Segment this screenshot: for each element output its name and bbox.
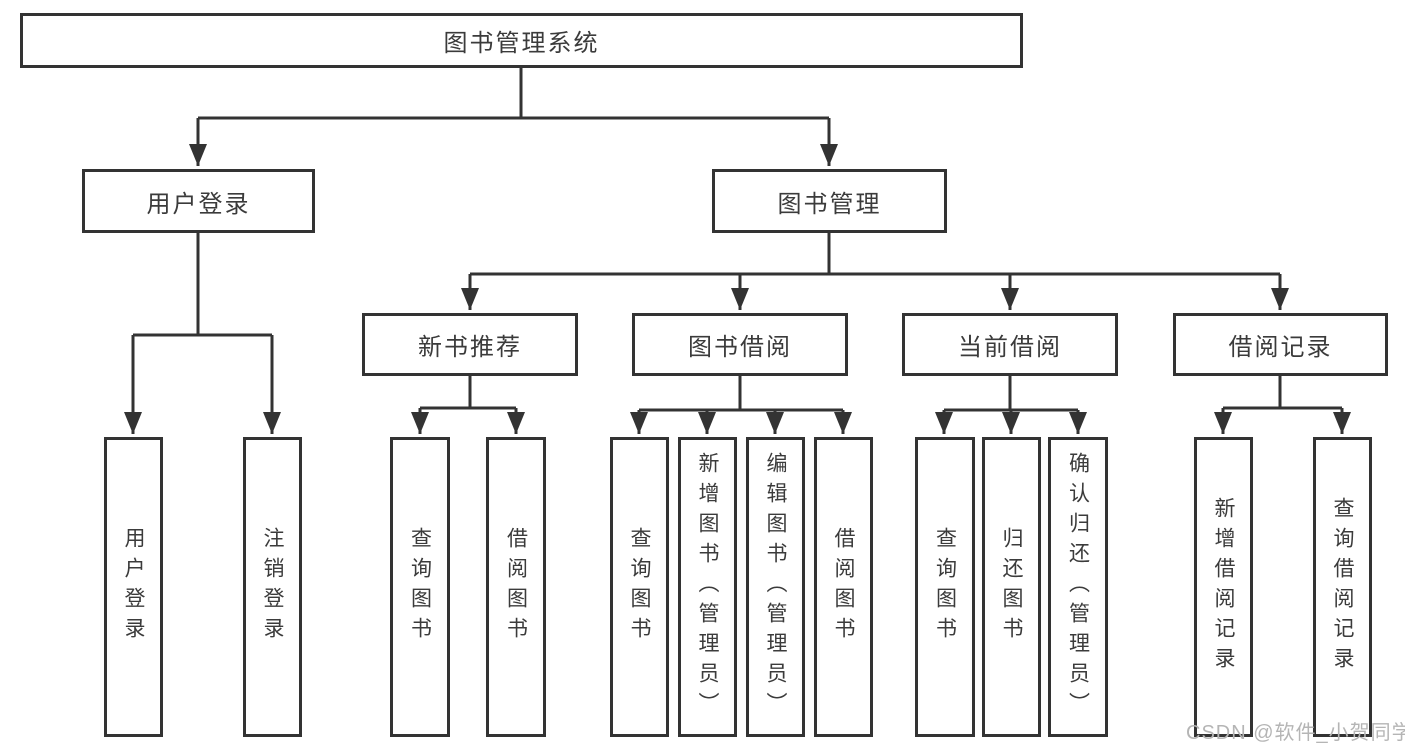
watermark: CSDN @软件_小贺同学 bbox=[1186, 722, 1405, 744]
node-book-management: 图书管理 bbox=[712, 169, 947, 233]
leaf-confirm-return-admin: 确认归还（管理员） bbox=[1048, 437, 1108, 737]
node-label: 查询图书 bbox=[933, 527, 957, 647]
node-label: 确认归还（管理员） bbox=[1066, 452, 1090, 722]
leaf-query-books-recommend: 查询图书 bbox=[390, 437, 450, 737]
node-label: 新增图书（管理员） bbox=[696, 452, 719, 722]
leaf-add-borrow-record: 新增借阅记录 bbox=[1194, 437, 1253, 737]
leaf-query-borrow-record: 查询借阅记录 bbox=[1313, 437, 1372, 737]
node-label: 查询借阅记录 bbox=[1331, 497, 1354, 677]
node-label: 新书推荐 bbox=[418, 334, 522, 361]
leaf-logout: 注销登录 bbox=[243, 437, 302, 737]
leaf-borrow-books-recommend: 借阅图书 bbox=[486, 437, 546, 737]
leaf-query-books-borrowing: 查询图书 bbox=[610, 437, 669, 737]
node-label: 归还图书 bbox=[1000, 527, 1023, 647]
node-book-management-system: 图书管理系统 bbox=[20, 13, 1023, 68]
node-current-borrowing: 当前借阅 bbox=[902, 313, 1118, 376]
node-label: 借阅图书 bbox=[504, 527, 528, 647]
node-label: 用户登录 bbox=[122, 527, 145, 647]
node-label: 查询图书 bbox=[408, 527, 432, 647]
node-label: 新增借阅记录 bbox=[1212, 497, 1235, 677]
connector-trunks bbox=[133, 68, 1342, 412]
node-label: 借阅记录 bbox=[1228, 334, 1333, 361]
node-book-borrowing: 图书借阅 bbox=[632, 313, 848, 376]
leaf-user-login: 用户登录 bbox=[104, 437, 163, 737]
node-label: 查询图书 bbox=[628, 527, 651, 647]
leaf-borrow-books-borrowing: 借阅图书 bbox=[814, 437, 873, 737]
node-label: 图书管理系统 bbox=[443, 30, 600, 57]
leaf-query-books-current: 查询图书 bbox=[915, 437, 975, 737]
node-label: 图书管理 bbox=[777, 190, 882, 218]
leaf-return-books: 归还图书 bbox=[982, 437, 1041, 737]
leaf-edit-book-admin: 编辑图书（管理员） bbox=[746, 437, 805, 737]
node-label: 编辑图书（管理员） bbox=[764, 452, 787, 722]
node-new-book-recommend: 新书推荐 bbox=[362, 313, 578, 376]
leaf-add-book-admin: 新增图书（管理员） bbox=[678, 437, 737, 737]
node-label: 注销登录 bbox=[261, 527, 284, 647]
node-label: 用户登录 bbox=[146, 190, 251, 218]
node-borrowing-records: 借阅记录 bbox=[1173, 313, 1388, 376]
node-label: 借阅图书 bbox=[832, 527, 855, 647]
node-user-login: 用户登录 bbox=[82, 169, 315, 233]
connector-arrows bbox=[124, 118, 1351, 434]
node-label: 图书借阅 bbox=[688, 334, 792, 361]
node-label: 当前借阅 bbox=[958, 334, 1062, 361]
